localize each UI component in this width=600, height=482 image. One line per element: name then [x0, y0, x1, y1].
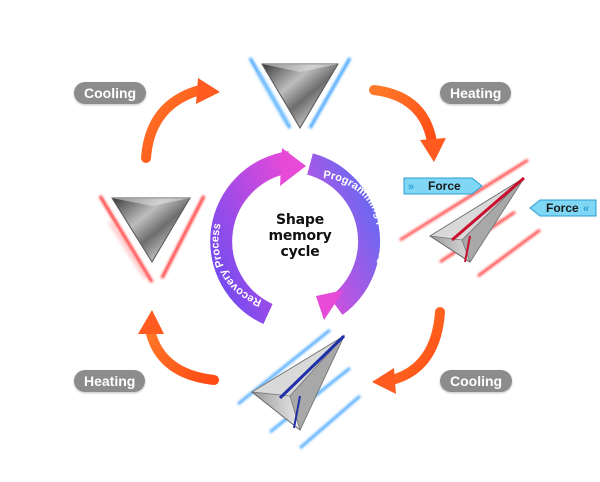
center-line-1: Shape — [275, 212, 324, 228]
force-label-right: Force — [546, 201, 579, 215]
center-cycle-arrows — [210, 148, 380, 325]
blue-glow-line — [308, 57, 352, 129]
red-glow-line — [160, 195, 206, 279]
red-glow-line — [477, 228, 541, 278]
force-arrows: » « — [403, 177, 597, 217]
programming-arc-head — [316, 290, 344, 320]
triangle-shape-icon — [111, 197, 191, 263]
center-label: Shape memory cycle — [260, 212, 340, 260]
left-triangle-group — [92, 184, 210, 283]
svg-text:»: » — [408, 181, 414, 193]
blue-glow-line — [257, 71, 289, 125]
top-triangle-group — [238, 48, 360, 129]
bottom-plane-group — [237, 329, 361, 449]
recovery-arc-head — [280, 148, 306, 186]
cycle-arrow — [369, 85, 437, 147]
label-cooling-top-left: Cooling — [74, 82, 147, 104]
label-cooling-bottom-right: Cooling — [440, 370, 513, 392]
red-glow-line — [98, 195, 154, 283]
cycle-arrow — [387, 307, 445, 385]
cycle-arrow — [145, 325, 219, 385]
force-arrow-right — [529, 199, 597, 217]
cycle-arrow-head — [138, 310, 164, 334]
programming-arc — [306, 153, 380, 315]
cycle-arrow-head — [196, 78, 220, 104]
center-line-2: memory — [268, 228, 332, 244]
blue-glow-line — [299, 395, 361, 449]
right-plane-group — [399, 158, 541, 278]
cycle-arrow-head — [372, 368, 396, 394]
label-heating-top-right: Heating — [440, 82, 512, 104]
force-label-left: Force — [428, 179, 461, 193]
cycle-arrow — [141, 85, 205, 163]
center-line-3: cycle — [280, 244, 320, 260]
svg-text:«: « — [583, 203, 589, 215]
label-heating-bottom-left: Heating — [74, 370, 146, 392]
recovery-arc — [210, 151, 292, 325]
red-glow-line — [399, 158, 529, 242]
red-glow-line — [109, 221, 147, 279]
force-arrow-left — [403, 177, 483, 195]
cycle-arrow-head — [420, 138, 446, 162]
cycle-arrows — [138, 78, 446, 394]
